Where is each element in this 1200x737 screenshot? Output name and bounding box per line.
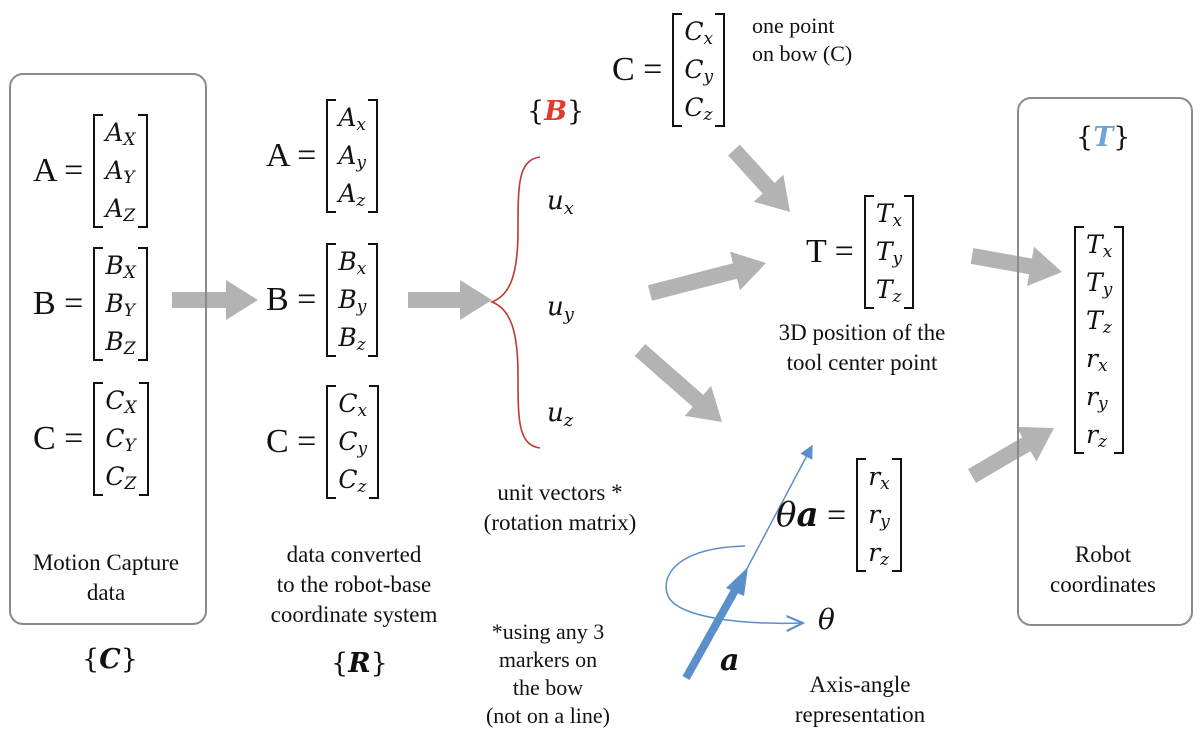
axis-angle-ry: ry (868, 500, 890, 532)
arrow-unit-vectors-to-tcp (648, 251, 766, 301)
frame-t-label: {T} (1076, 122, 1131, 153)
robot-tz: Tz (1086, 306, 1112, 338)
tcp-tx: Tx (875, 199, 903, 231)
robot-base-cx: Cx (338, 389, 368, 421)
arrow-bow-point-to-tcp (728, 144, 790, 212)
rotation-arc (665, 545, 803, 623)
mocap-c-label: C = (33, 420, 84, 457)
unit-vectors-caption: unit vectors * (rotation matrix) (483, 480, 637, 535)
robot-coordinates-caption: Robot coordinates (1049, 542, 1156, 597)
bow-point-note: one point on bow (C) (752, 13, 853, 66)
robot-base-b-label: B = (266, 281, 317, 318)
robot-tx: Tx (1086, 230, 1113, 262)
bow-point-cx: Cx (684, 17, 714, 49)
mocap-cz: CZ (105, 462, 137, 494)
axis-angle-caption: Axis-angle representation (794, 672, 926, 727)
robot-base-vector-a: A = Ax Ay Az (266, 99, 378, 213)
arrow-mocap-to-robot-base (172, 280, 258, 320)
mocap-bz: BZ (105, 327, 136, 359)
mocap-vector-a: A = AX AY AZ (33, 114, 148, 228)
bow-point-cy: Cy (684, 55, 714, 87)
robot-base-a-matrix: Ax Ay Az (326, 99, 378, 213)
mocap-a-label: A = (33, 152, 84, 189)
robot-base-ay: Ay (338, 141, 367, 173)
arrow-robot-base-to-unit-vectors (408, 280, 492, 320)
mocap-c-matrix: CX CY CZ (93, 382, 149, 496)
mocap-az: AZ (105, 194, 136, 226)
robot-base-vector-b: B = Bx By Bz (266, 243, 379, 357)
robot-base-by: By (338, 285, 367, 317)
arrow-tcp-to-robot-coordinates (970, 246, 1062, 287)
mocap-ax: AX (105, 118, 136, 150)
robot-rx: rx (1086, 344, 1108, 376)
robot-base-cz: Cz (338, 465, 367, 497)
robot-base-cy: Cy (338, 427, 368, 459)
mocap-vector-b: B = BX BY BZ (33, 247, 149, 361)
axis-angle-vector: θa = rx ry rz (776, 458, 902, 572)
robot-base-vector-c: C = Cx Cy Cz (266, 385, 379, 499)
robot-base-c-matrix: Cx Cy Cz (326, 385, 379, 499)
axis-angle-rx: rx (868, 462, 890, 494)
frame-b-letter: B (544, 96, 568, 127)
tcp-label: T = (806, 233, 854, 270)
bow-point-vector: C = Cx Cy Cz (612, 13, 725, 127)
robot-ry: ry (1086, 382, 1108, 414)
tcp-matrix: Tx Ty Tz (863, 195, 915, 309)
theta-label: θ (818, 603, 835, 636)
bow-point-cz: Cz (684, 93, 713, 125)
mocap-a-matrix: AX AY AZ (93, 114, 148, 228)
axis-angle-label: θa = (776, 495, 847, 535)
mocap-bx: BX (105, 251, 136, 283)
arrow-unit-vectors-to-axis-angle (634, 344, 722, 422)
robot-base-a-label: A = (266, 137, 317, 174)
robot-rz: rz (1086, 420, 1107, 452)
unit-vector-ux: ux (547, 186, 574, 219)
mocap-caption: Motion Capture data (32, 550, 180, 605)
axis-angle-rz: rz (868, 538, 890, 570)
frame-b-label: {B} (527, 96, 585, 127)
bow-point-matrix: Cx Cy Cz (672, 13, 725, 127)
axis-angle-matrix: rx ry rz (856, 458, 902, 572)
robot-base-c-label: C = (266, 423, 317, 460)
axis-vector-a-head (726, 567, 748, 596)
unit-vector-brace (489, 156, 541, 449)
mocap-b-matrix: BX BY BZ (93, 247, 149, 361)
tcp-tz: Tz (875, 275, 902, 307)
robot-base-bx: Bx (338, 247, 367, 279)
tcp-vector: T = Tx Ty Tz (806, 195, 915, 309)
mocap-vector-c: C = CX CY CZ (33, 382, 149, 496)
robot-base-az: Az (338, 179, 366, 211)
unit-vector-uz: uz (547, 398, 574, 431)
unit-vectors-footnote: *using any 3 markers on the bow (not on … (485, 619, 611, 728)
mocap-ay: AY (105, 156, 135, 188)
frame-t-letter: T (1093, 122, 1114, 153)
mocap-cx: CX (105, 386, 137, 418)
robot-ty: Ty (1086, 268, 1113, 300)
robot-base-bz: Bz (338, 323, 366, 355)
tcp-ty: Ty (875, 237, 903, 269)
motion-capture-box (9, 73, 207, 625)
axis-vector-a (682, 583, 742, 680)
mocap-cy: CY (105, 424, 136, 456)
bow-point-label: C = (612, 51, 663, 88)
mocap-by: BY (105, 289, 135, 321)
vector-a-label: a (720, 643, 740, 678)
arrow-axis-angle-to-robot-coordinates (968, 426, 1054, 483)
frame-r-label: {R} (331, 648, 388, 679)
robot-coordinates-box (1017, 97, 1193, 626)
unit-vector-uy: uy (547, 292, 574, 325)
mocap-b-label: B = (33, 285, 84, 322)
robot-base-caption: data converted to the robot-base coordin… (270, 542, 438, 627)
robot-coordinates-matrix: Tx Ty Tz rx ry rz (1074, 226, 1125, 454)
robot-base-ax: Ax (338, 103, 367, 135)
frame-c-label: {C} (82, 644, 138, 675)
robot-coordinates-vector: Tx Ty Tz rx ry rz (1074, 226, 1125, 454)
tcp-caption: 3D position of the tool center point (778, 320, 946, 375)
robot-base-b-matrix: Bx By Bz (326, 243, 379, 357)
